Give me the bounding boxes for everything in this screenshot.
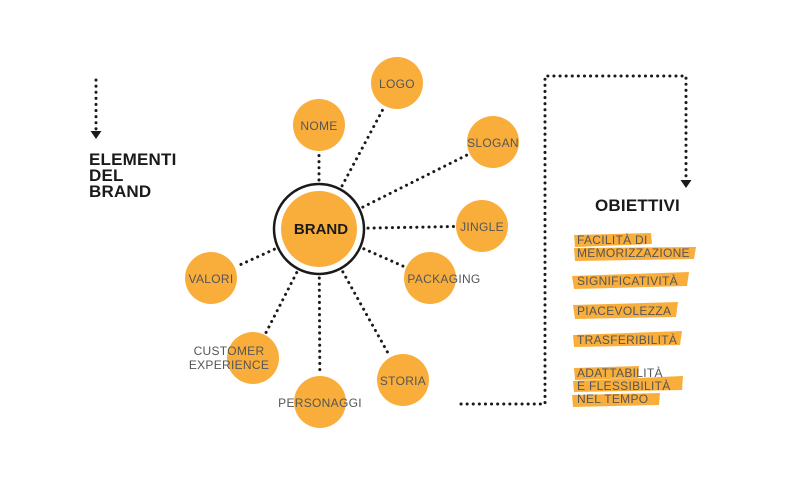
highlight-1 [574,233,652,247]
objective-line: ADATTABILITÀ [577,366,663,380]
objective-line: TRASFERIBILITÀ [577,333,678,347]
node-circle-packaging [404,252,456,304]
spoke-slogan [361,153,470,209]
objective-piacevolezza: PIACEVOLEZZA [577,305,671,318]
objectives-arrowhead [680,180,692,188]
node-label-valori: VALORI [189,272,234,286]
objective-adattabilita: ADATTABILITÀ E FLESSIBILITÀ NEL TEMPO [577,367,671,406]
node-circle-valori [185,252,237,304]
node-nome: NOME [293,99,345,151]
highlight-5c [572,393,660,407]
connector-spokes [234,106,470,376]
highlight-5b [573,376,683,392]
highlight-1b [574,247,696,261]
node-slogan: SLOGAN [467,116,519,168]
spoke-storia [341,270,391,358]
node-label-customer-experience: CUSTOMER [194,344,265,358]
bracket-connector [459,74,688,406]
node-label-jingle: JINGLE [460,220,504,234]
spoke-jingle [366,225,456,230]
node-circle-customer-experience [227,332,279,384]
objective-line: FACILITÀ DI [577,233,648,247]
heading-line-1: ELEMENTI [89,150,177,169]
node-label-nome: NOME [300,119,337,133]
obiettivi-heading: OBIETTIVI [595,196,680,215]
node-circle-personaggi [294,376,346,428]
spoke-packaging [362,247,406,269]
node-storia: STORIA [377,354,429,406]
objective-line: E FLESSIBILITÀ [577,379,671,393]
objective-line: PIACEVOLEZZA [577,304,672,318]
node-label-packaging: PACKAGING [407,272,480,286]
spoke-logo [340,106,386,188]
node-label-personaggi: PERSONAGGI [278,396,362,410]
node-personaggi: PERSONAGGI [278,376,362,428]
objective-line: SIGNIFICATIVITÀ [577,274,678,288]
node-valori: VALORI [185,252,237,304]
objective-facilita-memorizzazione: FACILITÀ DI MEMORIZZAZIONE [577,234,690,260]
brand-hub: BRAND [272,182,366,276]
brand-hub-label: BRAND [294,221,348,238]
node-circle-storia [377,354,429,406]
heading-line-2: DEL [89,166,124,185]
heading-line-3: BRAND [89,182,152,201]
objective-line: NEL TEMPO [577,392,649,406]
highlight-2 [572,272,689,289]
objective-highlights [572,233,696,407]
node-jingle: JINGLE [456,200,508,252]
node-label-storia: STORIA [380,374,426,388]
spoke-valori [234,247,276,268]
node-circle-jingle [456,200,508,252]
node-label-slogan: SLOGAN [467,136,519,150]
highlight-4 [573,331,682,347]
node-packaging: PACKAGING [404,252,480,304]
elementi-del-brand-heading: ELEMENTI DEL BRAND [89,150,209,201]
objective-significativita: SIGNIFICATIVITÀ [577,275,678,288]
left-arrowhead [90,131,102,139]
highlight-5a [574,366,639,380]
node-logo: LOGO [371,57,423,109]
node-circle-nome [293,99,345,151]
spoke-customer-experience [264,271,299,335]
highlight-3 [573,302,678,319]
node-circle-logo [371,57,423,109]
spoke-personaggi [317,276,322,376]
node-label-customer-experience: EXPERIENCE [189,358,269,372]
brand-hub-circle [281,191,357,267]
element-nodes: LOGO NOME SLOGAN JINGLE PACKAGING VALORI CUSTO… [185,57,519,428]
node-label-logo: LOGO [379,77,415,91]
objective-line: MEMORIZZAZIONE [577,246,690,260]
node-circle-slogan [467,116,519,168]
objective-trasferibilita: TRASFERIBILITÀ [577,334,677,347]
